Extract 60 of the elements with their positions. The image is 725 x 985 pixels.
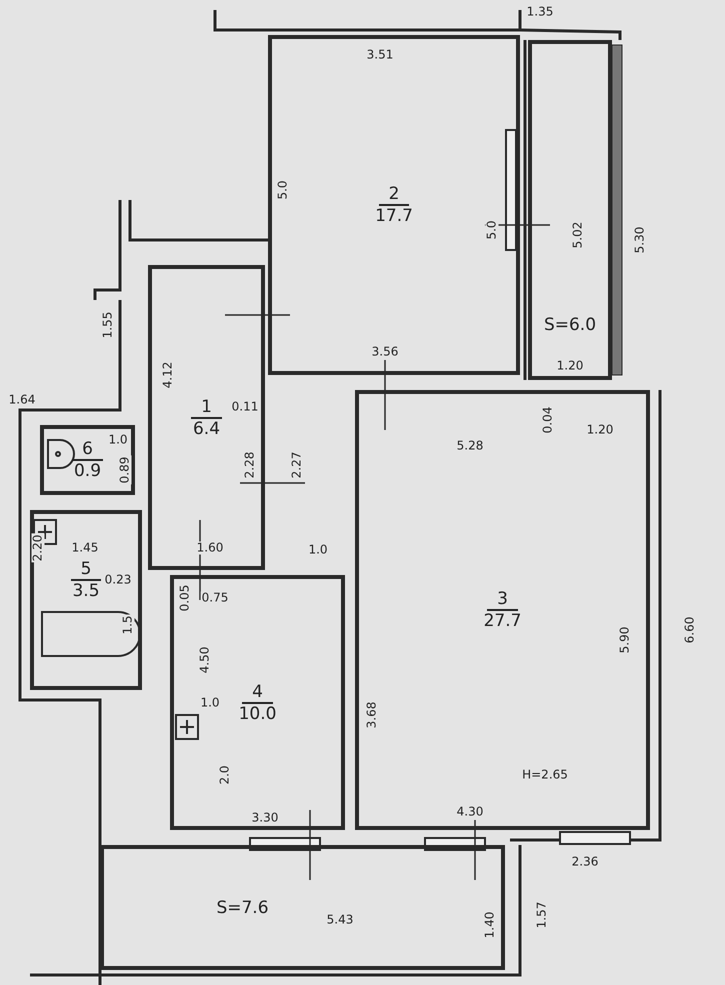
- area-label: S=7.6: [216, 898, 269, 918]
- dimension-label: 1.64: [8, 394, 36, 406]
- area-label: S=6.0: [544, 315, 596, 335]
- dimension-label: 0.89: [118, 456, 132, 484]
- room-area: 6.4: [192, 418, 220, 438]
- dimension-label: 0.04: [542, 406, 554, 434]
- room-number: 1: [191, 396, 222, 418]
- dimension-label: 3.51: [366, 48, 394, 62]
- room-number: 6: [72, 439, 103, 461]
- room-area: 10.0: [238, 704, 276, 724]
- dimension-label: 5.0: [486, 219, 498, 241]
- dimension-label: 5.02: [572, 220, 584, 250]
- room-outline: [268, 35, 520, 375]
- room-outline: [170, 575, 345, 830]
- balcony-outline: [100, 845, 505, 970]
- dimension-label: 1.45: [70, 542, 100, 554]
- dimension-label: 1.20: [586, 424, 614, 436]
- room-number: 5: [70, 559, 102, 581]
- dimension-label: 1.20: [556, 360, 584, 372]
- dimension-label: 1.0: [199, 696, 221, 710]
- dimension-label: 1.35: [526, 6, 554, 18]
- dimension-label: 0.23: [104, 574, 132, 586]
- room-outline: [355, 390, 650, 830]
- dimension-label: 4.50: [198, 646, 212, 674]
- dimension-label: 6.60: [684, 616, 696, 644]
- dimension-label: 1.55: [102, 310, 114, 340]
- dimension-label: 0.75: [200, 592, 230, 604]
- dimension-label: 2.28: [244, 450, 256, 480]
- dimension-label: 2.0: [218, 764, 232, 786]
- dimension-label: 1.40: [484, 910, 496, 940]
- room-area: 0.9: [74, 461, 102, 481]
- dimension-label: 5.30: [634, 226, 646, 254]
- dimension-label: 1.57: [536, 900, 548, 930]
- dimension-label: 5.0: [276, 179, 290, 201]
- dimension-label: 2.36: [570, 856, 600, 868]
- room-number: 2: [378, 184, 410, 206]
- dimension-label: 1.5: [122, 614, 134, 636]
- dimension-label: 3.56: [370, 346, 400, 358]
- dimension-label: 3.68: [366, 700, 378, 730]
- dimension-label: 1.0: [307, 544, 329, 556]
- dimension-label: 2.27: [290, 450, 304, 480]
- dimension-label: 3.30: [250, 812, 280, 824]
- dimension-label: H=2.65: [521, 768, 569, 782]
- dimension-label: 5.90: [618, 626, 632, 654]
- balcony-outline: [528, 40, 612, 380]
- dimension-label: 4.12: [162, 360, 174, 390]
- dimension-label: 0.05: [178, 584, 192, 612]
- room-number: 3: [487, 589, 518, 611]
- dimension-label: 5.43: [326, 914, 354, 926]
- dimension-label: 5.28: [456, 440, 484, 452]
- dimension-label: 1.60: [196, 542, 224, 554]
- room-outline: [148, 265, 265, 570]
- dimension-label: 1.0: [107, 434, 129, 446]
- room-area: 17.7: [375, 206, 413, 226]
- room-area: 3.5: [72, 581, 100, 601]
- room-number: 4: [242, 682, 273, 704]
- dimension-label: 2.20: [32, 534, 44, 562]
- room-area: 27.7: [484, 611, 522, 631]
- dimension-label: 4.30: [456, 806, 484, 818]
- dimension-label: 0.11: [230, 400, 260, 414]
